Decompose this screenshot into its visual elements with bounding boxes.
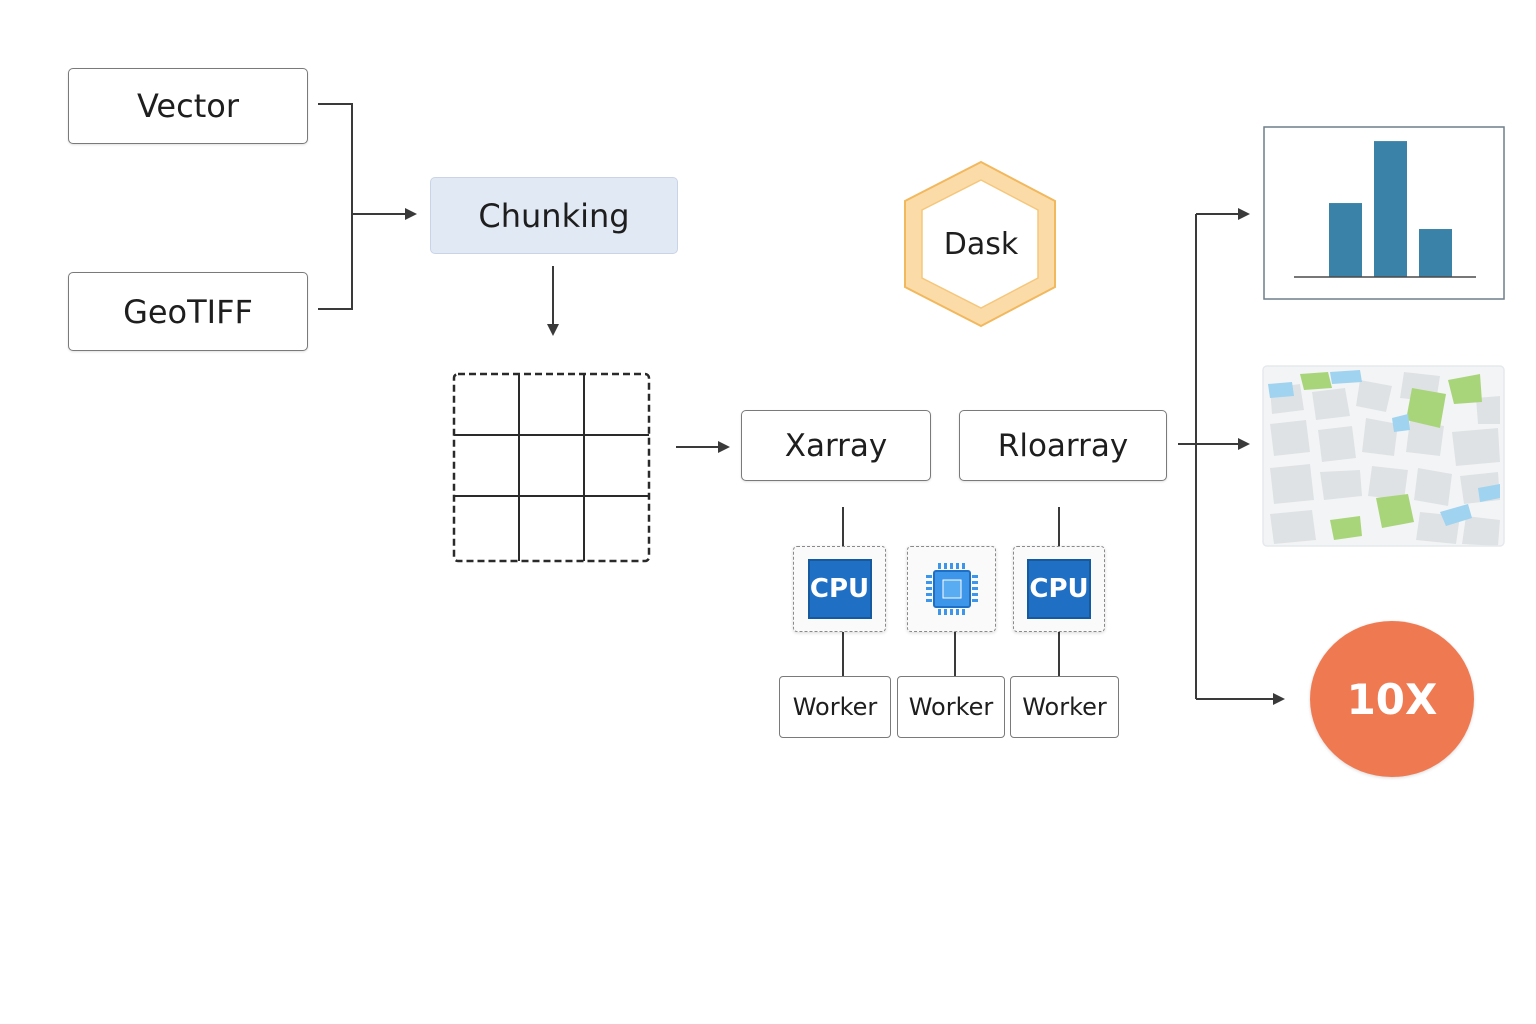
worker-box-3: Worker (1010, 676, 1119, 738)
geotiff-input-box: GeoTIFF (68, 272, 308, 351)
worker-box-2: Worker (897, 676, 1005, 738)
cpu-card-3: CPU (1013, 546, 1105, 632)
chunking-box: Chunking (430, 177, 678, 254)
vector-label: Vector (137, 87, 239, 125)
dask-label: Dask (943, 226, 1019, 262)
cpu-icon-1: CPU (807, 559, 872, 619)
speedup-badge: 10X (1310, 621, 1474, 777)
cpu-icon-3: CPU (1027, 559, 1091, 619)
chip-card-2 (907, 546, 996, 632)
geotiff-label: GeoTIFF (123, 292, 253, 331)
rioarray-label: Rloarray (997, 427, 1129, 464)
chunking-label: Chunking (478, 196, 630, 235)
processor-chip-icon (925, 563, 978, 615)
xarray-label: Xarray (784, 427, 888, 464)
rioarray-box: Rloarray (959, 410, 1167, 481)
cpu-card-1: CPU (793, 546, 886, 632)
xarray-box: Xarray (741, 410, 931, 481)
vector-input-box: Vector (68, 68, 308, 144)
vector-connector (318, 103, 353, 310)
worker-box-1: Worker (779, 676, 891, 738)
